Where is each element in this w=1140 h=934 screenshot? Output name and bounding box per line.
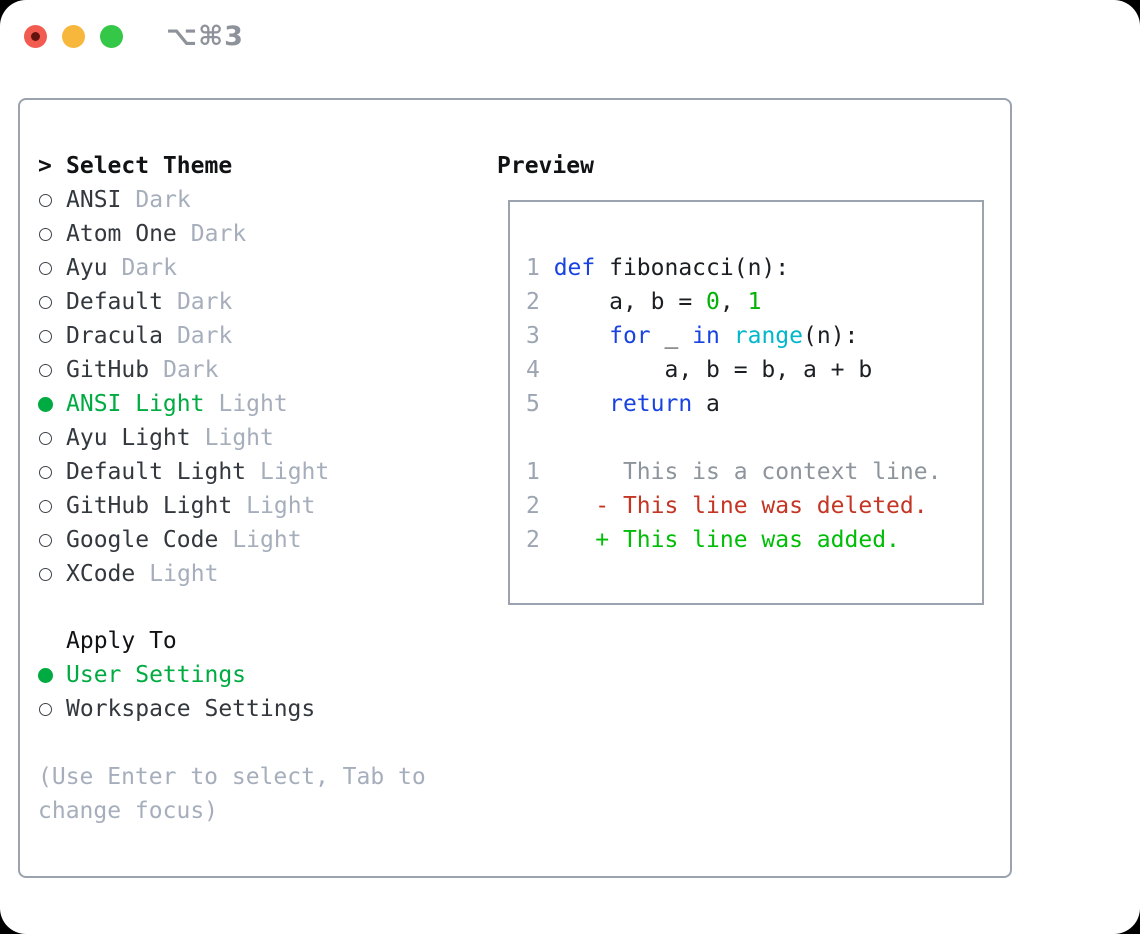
theme-variant-label: Light <box>218 391 288 417</box>
close-button[interactable] <box>24 25 47 48</box>
option-label: Workspace Settings <box>66 696 316 722</box>
radio-unselected-icon <box>39 193 52 207</box>
radio-unselected-icon <box>39 295 52 309</box>
radio-unselected-icon <box>39 261 52 275</box>
theme-variant-label: Dark <box>163 357 219 383</box>
radio-unselected-icon <box>39 533 52 547</box>
radio-unselected-icon <box>39 465 52 479</box>
radio-unselected-icon <box>39 499 52 513</box>
theme-variant-label: Dark <box>176 289 233 315</box>
theme-list-title: Select Theme <box>66 153 233 179</box>
code-line: 1 This is a context line. <box>526 459 942 485</box>
radio-selected-icon <box>38 396 53 412</box>
theme-variant-label: Light <box>232 527 302 553</box>
theme-list-header-row: > Select Theme <box>38 149 329 183</box>
option-label: User Settings <box>66 662 247 688</box>
code-line: 2 + This line was added. <box>526 527 900 553</box>
theme-variant-label: Light <box>204 425 274 451</box>
selection-prompt-icon: > <box>38 153 52 179</box>
code-line: 2 - This line was deleted. <box>526 493 928 519</box>
radio-unselected-icon <box>39 431 52 445</box>
zoom-button[interactable] <box>100 25 123 48</box>
code-line: 3 for _ in range(n): <box>526 323 859 349</box>
theme-variant-label: Light <box>260 459 330 485</box>
theme-variant-label: Light <box>246 493 316 519</box>
radio-unselected-icon <box>39 567 52 581</box>
radio-selected-icon <box>38 667 53 683</box>
theme-variant-label: Dark <box>190 221 247 247</box>
keyboard-hint: (Use Enter to select, Tab to change focu… <box>38 764 426 824</box>
minimize-button[interactable] <box>62 25 85 48</box>
preview-box: 1 def fibonacci(n): 2 a, b = 0, 1 3 for _ … <box>508 200 984 605</box>
apply-to-header-row: Apply To <box>38 624 315 658</box>
code-line: 1 def fibonacci(n): <box>526 255 790 281</box>
code-line: 2 a, b = 0, 1 <box>526 289 762 315</box>
radio-unselected-icon <box>39 702 52 716</box>
code-preview: 1 def fibonacci(n): 2 a, b = 0, 1 3 for _ … <box>510 202 982 557</box>
code-line: 4 a, b = b, a + b <box>526 357 873 383</box>
code-line <box>526 421 982 455</box>
apply-option-user-settings[interactable]: User Settings <box>38 658 315 692</box>
theme-variant-label: Dark <box>121 255 177 281</box>
window-title-shortcut: ⌥⌘3 <box>166 21 244 52</box>
radio-unselected-icon <box>39 227 52 241</box>
apply-option-workspace-settings[interactable]: Workspace Settings <box>38 692 315 726</box>
theme-variant-label: Dark <box>135 187 191 213</box>
preview-title: Preview <box>497 153 594 179</box>
code-line: 5 return a <box>526 391 720 417</box>
theme-variant-label: Dark <box>176 323 233 349</box>
apply-to-title: Apply To <box>66 628 177 654</box>
titlebar: ⌥⌘3 <box>0 0 1140 72</box>
radio-unselected-icon <box>39 363 52 377</box>
radio-unselected-icon <box>39 329 52 343</box>
theme-variant-label: Light <box>149 561 219 587</box>
